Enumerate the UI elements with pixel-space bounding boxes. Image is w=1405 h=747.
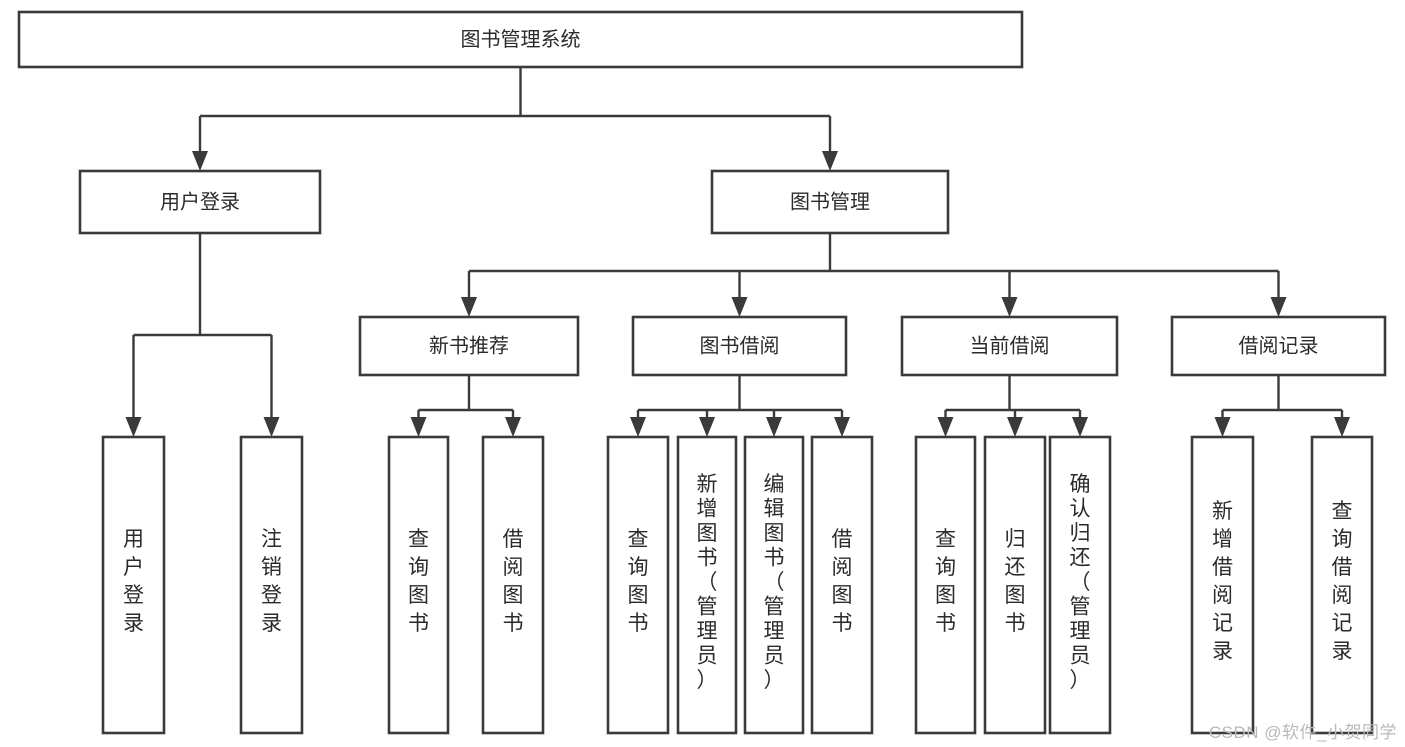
arrow-head-icon	[731, 297, 748, 317]
node-box[interactable]	[676, 435, 738, 735]
arrow-head-icon	[1072, 417, 1088, 437]
arrow-head-icon	[1214, 417, 1231, 437]
node-current-borrow[interactable]: 当前借阅	[900, 315, 1119, 377]
arrow-head-icon	[699, 417, 715, 437]
node-user-login[interactable]: 用户登录	[78, 169, 322, 235]
connector-group-bus-book-manage	[461, 233, 1287, 317]
node-box[interactable]	[631, 315, 848, 377]
arrow-head-icon	[1334, 417, 1350, 437]
node-leaf-borrow-book-1[interactable]: 借阅图书	[481, 435, 545, 735]
node-leaf-query-book-3[interactable]: 查询图书	[914, 435, 977, 735]
node-leaf-edit-book[interactable]: 编辑图书（管理员）	[743, 435, 805, 735]
arrow-head-icon	[461, 297, 477, 317]
node-box[interactable]	[78, 169, 322, 235]
node-box[interactable]	[481, 435, 545, 735]
arrow-head-icon	[410, 417, 427, 437]
arrow-head-icon	[822, 151, 838, 171]
connector-group-bus-user-login	[125, 233, 280, 437]
connector-group-bus-current-borrow	[937, 375, 1088, 437]
connector-group-bus-book-borrow	[630, 375, 850, 437]
node-book-manage[interactable]: 图书管理	[710, 169, 950, 235]
node-box[interactable]	[101, 435, 166, 735]
node-label: 图书借阅	[700, 334, 780, 357]
node-label: 图书管理系统	[461, 28, 581, 51]
node-label: 新增图书（管理员）	[697, 473, 718, 692]
node-box[interactable]	[239, 435, 304, 735]
node-label: 图书管理	[790, 190, 870, 213]
arrow-head-icon	[505, 417, 521, 437]
node-label: 当前借阅	[970, 334, 1050, 357]
node-leaf-query-record[interactable]: 查询借阅记录	[1310, 435, 1374, 735]
node-box[interactable]	[1310, 435, 1374, 735]
node-label: 编辑图书（管理员）	[764, 473, 785, 692]
node-label: 借阅记录	[1239, 334, 1319, 357]
node-box[interactable]	[606, 435, 670, 735]
arrow-head-icon	[630, 417, 646, 437]
node-leaf-add-record[interactable]: 新增借阅记录	[1190, 435, 1255, 735]
node-borrow-record[interactable]: 借阅记录	[1170, 315, 1387, 377]
arrow-head-icon	[192, 151, 208, 171]
node-leaf-confirm-return[interactable]: 确认归还（管理员）	[1048, 435, 1112, 735]
arrow-head-icon	[263, 417, 280, 437]
arrow-head-icon	[1001, 297, 1018, 317]
node-box[interactable]	[810, 435, 874, 735]
node-box[interactable]	[17, 10, 1024, 69]
node-label: 注销登录	[261, 528, 282, 635]
node-label: 用户登录	[160, 190, 240, 213]
node-label: 新书推荐	[429, 334, 509, 357]
node-leaf-user-login[interactable]: 用户登录	[101, 435, 166, 735]
node-leaf-borrow-book-2[interactable]: 借阅图书	[810, 435, 874, 735]
node-box[interactable]	[710, 169, 950, 235]
node-box[interactable]	[900, 315, 1119, 377]
node-leaf-query-book-1[interactable]: 查询图书	[387, 435, 450, 735]
node-label: 用户登录	[123, 528, 144, 635]
arrow-head-icon	[1007, 417, 1023, 437]
node-new-book-recommend[interactable]: 新书推荐	[358, 315, 580, 377]
node-box[interactable]	[1190, 435, 1255, 735]
node-box[interactable]	[1048, 435, 1112, 735]
node-box[interactable]	[1170, 315, 1387, 377]
node-box[interactable]	[983, 435, 1047, 735]
node-label: 查询图书	[408, 528, 429, 635]
node-label: 确认归还（管理员）	[1070, 473, 1091, 692]
arrow-head-icon	[937, 417, 954, 437]
node-label: 借阅图书	[832, 528, 853, 635]
connectors-layer	[125, 67, 1350, 437]
node-leaf-query-book-2[interactable]: 查询图书	[606, 435, 670, 735]
node-box[interactable]	[358, 315, 580, 377]
connector-group-bus-new-book-recommend	[410, 375, 521, 437]
watermark-label: CSDN @软件_小贺同学	[1208, 723, 1397, 742]
node-leaf-return-book[interactable]: 归还图书	[983, 435, 1047, 735]
node-box[interactable]	[387, 435, 450, 735]
node-book-borrow[interactable]: 图书借阅	[631, 315, 848, 377]
node-box[interactable]	[743, 435, 805, 735]
arrow-head-icon	[766, 417, 782, 437]
node-label: 借阅图书	[503, 528, 524, 635]
node-label: 新增借阅记录	[1212, 500, 1233, 663]
node-leaf-user-logout[interactable]: 注销登录	[239, 435, 304, 735]
node-label: 查询图书	[935, 528, 956, 635]
node-label: 查询借阅记录	[1332, 500, 1353, 663]
node-root[interactable]: 图书管理系统	[17, 10, 1024, 69]
node-label: 归还图书	[1005, 528, 1026, 635]
connector-group-bus-borrow-record	[1214, 375, 1350, 437]
node-label: 查询图书	[628, 528, 649, 635]
node-box[interactable]	[914, 435, 977, 735]
nodes-layer: 图书管理系统用户登录图书管理新书推荐图书借阅当前借阅借阅记录用户登录注销登录查询…	[17, 10, 1387, 735]
node-leaf-add-book[interactable]: 新增图书（管理员）	[676, 435, 738, 735]
arrow-head-icon	[125, 417, 142, 437]
arrow-head-icon	[1270, 297, 1287, 317]
connector-group-bus-root	[192, 67, 838, 171]
arrow-head-icon	[834, 417, 850, 437]
